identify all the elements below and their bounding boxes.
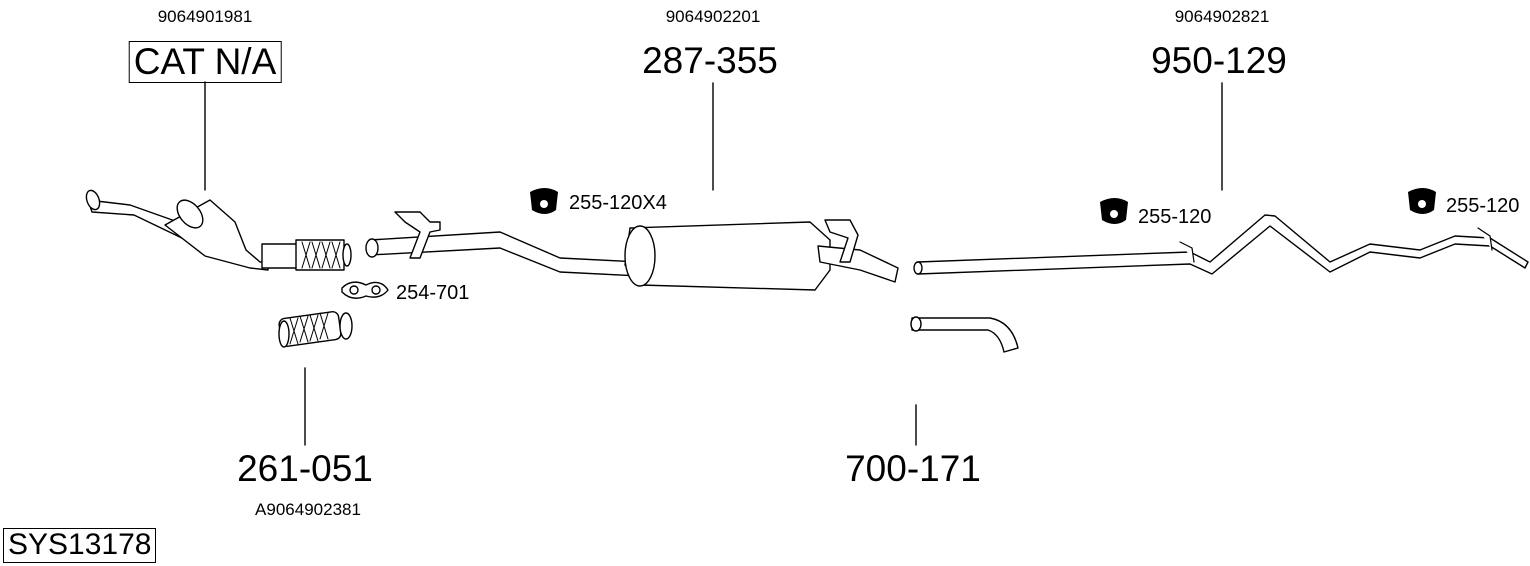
system-id-label: SYS13178 <box>3 528 157 563</box>
silencer-oe-number: 9064902201 <box>665 7 761 26</box>
tail-pipe-oe-number: 9064902821 <box>1174 7 1270 26</box>
tail-pipe-drawing <box>913 214 1529 275</box>
rubber-mount-label: 255-120 <box>1446 195 1520 217</box>
rubber-mount-icon <box>1408 188 1436 214</box>
catalyst-drawing <box>85 189 352 271</box>
silencer-drawing <box>365 211 899 291</box>
connector-pipe-ref-number: 700-171 <box>845 448 981 489</box>
connector-pipe-drawing <box>910 316 1019 353</box>
tail-pipe-ref-number: 950-129 <box>1151 40 1287 81</box>
catalyst-oe-number: 9064901981 <box>157 7 253 26</box>
rubber-mount-label: 255-120X4 <box>569 192 667 214</box>
clamp-label: 254-701 <box>396 282 470 304</box>
rubber-mount-icon <box>1100 198 1128 224</box>
flex-pipe-drawing <box>278 311 353 348</box>
rubber-mount-label: 255-120 <box>1138 206 1212 228</box>
flex-pipe-oe-number: A9064902381 <box>255 500 361 519</box>
catalyst-ref-number: CAT N/A <box>128 41 282 83</box>
flex-pipe-ref-number: 261-051 <box>237 448 373 489</box>
clamp-drawing <box>341 281 389 299</box>
silencer-ref-number: 287-355 <box>642 40 778 81</box>
rubber-mount-icon <box>530 188 558 214</box>
